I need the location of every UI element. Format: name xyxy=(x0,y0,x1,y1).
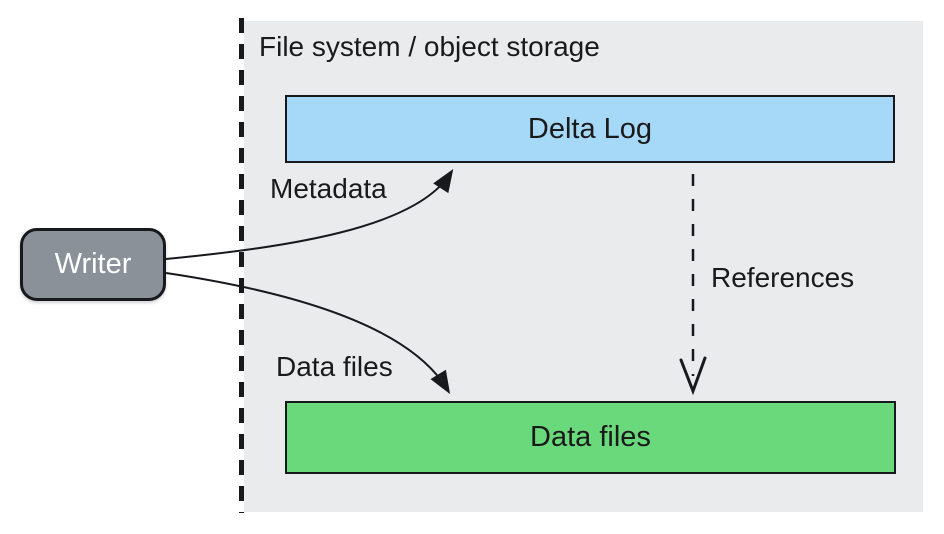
writer-node: Writer xyxy=(20,228,166,301)
storage-container-dashed-border xyxy=(239,18,244,513)
metadata-edge-label: Metadata xyxy=(270,173,387,204)
storage-container-label: File system / object storage xyxy=(259,31,600,62)
data-files-box-label: Data files xyxy=(530,421,651,453)
references-edge-label: References xyxy=(711,262,855,293)
data-files-box: Data files xyxy=(285,401,896,474)
delta-log-label: Delta Log xyxy=(527,112,653,145)
data-files-edge-label: Data files xyxy=(276,351,393,382)
delta-log-box: Delta Log xyxy=(285,95,895,163)
writer-label: Writer xyxy=(54,248,132,280)
